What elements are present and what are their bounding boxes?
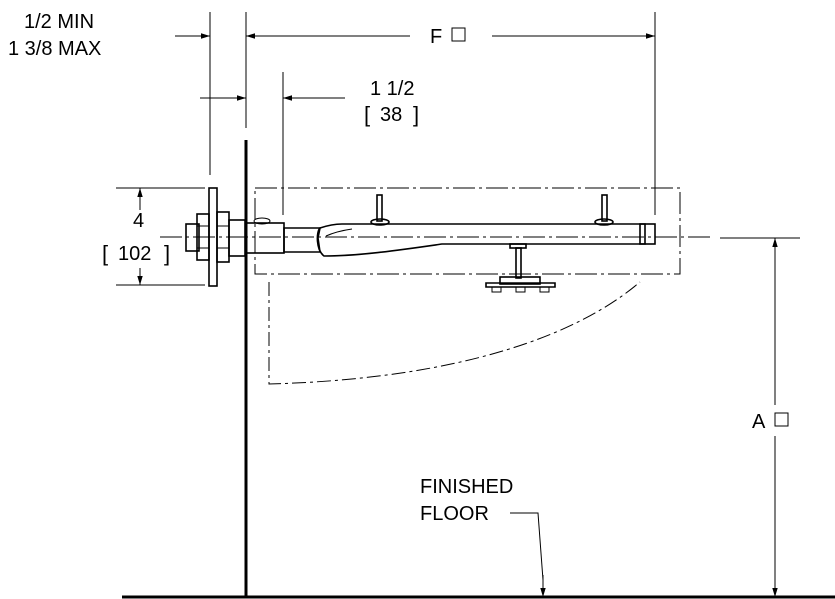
height-bracket-right: ] (164, 241, 170, 266)
offset-mm-label: 38 (380, 104, 402, 126)
phantom-swing-arc (268, 281, 641, 385)
max-clearance-label: 1 3/8 MAX (8, 38, 101, 60)
min-clearance-label: 1/2 MIN (24, 11, 94, 33)
phantom-envelope (254, 187, 681, 275)
dimension-f-box (451, 27, 466, 42)
grab-arm (245, 194, 656, 293)
mounting-flange (185, 187, 246, 287)
offset-bracket-right: ] (413, 102, 419, 127)
height-inch-label: 4 (133, 210, 144, 232)
dimension-a-label: A (752, 411, 766, 433)
height-mm-label: 102 (118, 243, 151, 265)
offset-inch-label: 1 1/2 (370, 78, 414, 100)
height-bracket-left: [ (102, 241, 108, 266)
dimension-a-box (774, 412, 789, 427)
finished-floor-label-2: FLOOR (420, 503, 489, 525)
finished-floor-leader (510, 512, 544, 581)
offset-bracket-left: [ (364, 102, 370, 127)
finished-floor-label-1: FINISHED (420, 476, 513, 498)
dimension-f-label: F (430, 26, 442, 48)
